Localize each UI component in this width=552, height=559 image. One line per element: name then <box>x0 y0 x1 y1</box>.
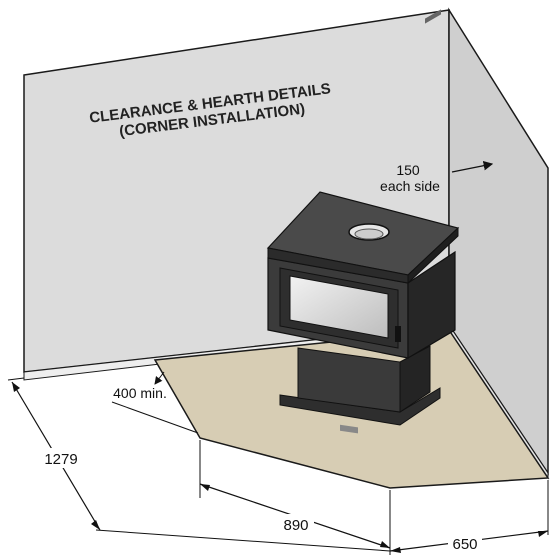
side-clearance-value: 150 <box>396 162 420 178</box>
front-width-label-bg <box>278 514 314 534</box>
depth-arrow-top <box>12 382 20 392</box>
front-width-arrow-right <box>380 541 390 548</box>
side-width-arrow-right <box>538 531 548 537</box>
front-width-dimension: 890 <box>283 517 308 534</box>
front-width-arrow-left <box>200 484 210 491</box>
side-width-arrow-left <box>390 547 401 553</box>
stove-top-rim-side <box>407 226 459 285</box>
depth-ext-top <box>7 377 25 381</box>
door-handle <box>395 326 401 342</box>
front-clearance-label: 400 min. <box>113 385 167 401</box>
side-width-dimension: 650 <box>452 536 477 553</box>
front-clearance-arrow <box>154 371 165 385</box>
side-clearance-note: each side <box>380 178 440 194</box>
side-clearance-arrow <box>451 160 494 173</box>
side-width-label-bg <box>448 533 482 553</box>
ext-base-bottom <box>95 529 391 552</box>
depth-arrow-bottom <box>91 520 100 530</box>
depth-dimension: 1279 <box>44 451 77 468</box>
stove-glass <box>289 275 389 339</box>
flue-collar-inner <box>354 228 384 240</box>
depth-label-bg <box>40 448 82 468</box>
stove-body-side <box>407 250 456 360</box>
side-vent <box>425 9 441 24</box>
front-clearance-ext <box>111 401 199 434</box>
stove-badge <box>340 424 358 434</box>
